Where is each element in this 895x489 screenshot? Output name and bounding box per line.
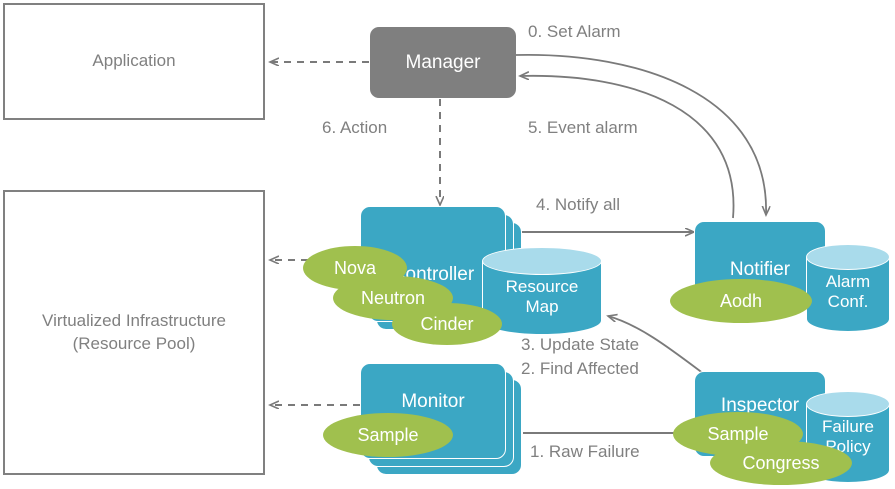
- service-aodh-ellipse[interactable]: Aodh: [670, 279, 812, 323]
- edge-label-set-alarm: 0. Set Alarm: [528, 22, 621, 41]
- resource-map-label-line1: Resource: [505, 277, 579, 296]
- failure-policy-cyl-top: [806, 391, 890, 417]
- manager-box[interactable]: Manager: [370, 27, 516, 98]
- manager-label: Manager: [405, 51, 481, 73]
- virtualized-infrastructure-box[interactable]: Virtualized Infrastructure (Resource Poo…: [3, 190, 265, 475]
- alarm-conf-cyl-top: [806, 244, 890, 270]
- service-aodh-label: Aodh: [719, 290, 763, 311]
- infrastructure-label-line2: (Resource Pool): [72, 333, 196, 353]
- infrastructure-label-line1: Virtualized Infrastructure: [42, 310, 226, 330]
- edge-label-notify-all: 4. Notify all: [536, 195, 621, 214]
- edge-label-event-alarm: 5. Event alarm: [528, 118, 638, 137]
- service-cinder-ellipse[interactable]: Cinder: [392, 303, 502, 345]
- service-monitor-sample-ellipse[interactable]: Sample: [323, 413, 453, 457]
- application-label: Application: [92, 51, 176, 71]
- notifier-label: Notifier: [729, 258, 791, 280]
- failure-policy-label-line1: Failure: [822, 417, 874, 436]
- resource-map-cyl-top: [482, 247, 602, 275]
- service-congress-label: Congress: [742, 452, 820, 473]
- service-congress-ellipse[interactable]: Congress: [710, 441, 852, 485]
- edge-label-raw-failure: 1. Raw Failure: [530, 442, 640, 461]
- service-neutron-label: Neutron: [360, 287, 426, 308]
- service-inspector-sample-label: Sample: [707, 423, 769, 444]
- edge-label-find-affected: 2. Find Affected: [521, 359, 639, 378]
- service-nova-label: Nova: [333, 257, 377, 278]
- resource-map-cylinder[interactable]: Resource Map: [482, 247, 602, 335]
- resource-map-label-line2: Map: [525, 296, 559, 316]
- edge-label-action: 6. Action: [322, 118, 388, 137]
- alarm-conf-label-line2: Conf.: [827, 291, 869, 311]
- edge-label-update-state: 3. Update State: [521, 335, 640, 354]
- service-monitor-sample-label: Sample: [357, 424, 419, 445]
- application-box[interactable]: Application: [3, 3, 265, 120]
- alarm-conf-cylinder[interactable]: Alarm Conf.: [806, 244, 890, 334]
- monitor-label: Monitor: [401, 391, 465, 412]
- alarm-conf-label-line1: Alarm: [825, 272, 871, 291]
- service-cinder-label: Cinder: [420, 313, 474, 334]
